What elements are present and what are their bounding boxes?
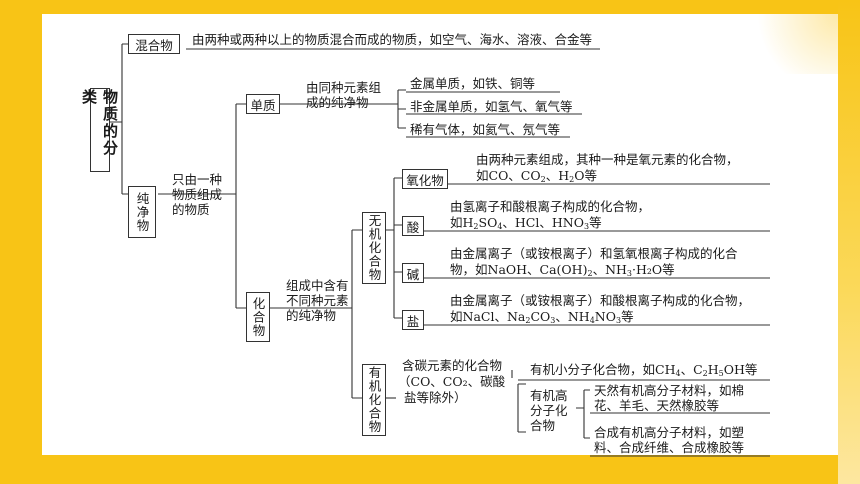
pure-label: 纯净物	[134, 191, 150, 233]
element-label: 单质	[250, 97, 276, 113]
mixture-desc: 由两种或两种以上的物质混合而成的物质，如空气、海水、溶液、合金等	[192, 32, 593, 47]
compound-desc-1: 组成中含有	[286, 278, 349, 293]
frame-right	[838, 0, 860, 484]
natural-polymer-1: 天然有机高分子材料，如棉	[594, 383, 745, 398]
oxide-box: 氧化物	[402, 169, 448, 189]
element-box: 单质	[246, 94, 280, 114]
acid-desc-1: 由氢离子和酸根离子构成的化合物，	[450, 199, 651, 214]
oxide-desc-1: 由两种元素组成，其种一种是氧元素的化合物，	[476, 152, 739, 167]
corner-glow	[740, 14, 838, 74]
synthetic-polymer-1: 合成有机高分子材料，如塑	[594, 425, 745, 440]
salt-desc-2: 如NaCl、Na2CO3、NH4NO3等	[450, 309, 634, 325]
pure-box: 纯净物	[128, 186, 156, 238]
mixture-box: 混合物	[128, 34, 180, 54]
compound-desc-2: 不同种元素	[286, 293, 349, 308]
element-desc-1: 由同种元素组	[306, 80, 382, 95]
salt-label: 盐	[406, 313, 420, 329]
acid-desc-2: 如H2SO4、HCl、HNO3等	[450, 215, 602, 231]
organic-desc-3: 盐等除外）	[404, 390, 467, 405]
pure-desc-1: 只由一种	[172, 172, 223, 187]
acid-box: 酸	[402, 216, 424, 236]
inorganic-label: 无机化合物	[366, 214, 382, 282]
oxide-desc-2: 如CO、CO2、H2O等	[476, 168, 597, 184]
oxide-label: 氧化物	[406, 172, 444, 188]
element-desc-2: 成的纯净物	[306, 95, 369, 110]
element-item-metal: 金属单质，如铁、铜等	[410, 76, 536, 91]
organic-label: 有机化合物	[366, 366, 382, 434]
compound-desc-3: 的纯净物	[286, 308, 337, 323]
inorganic-box: 无机化合物	[362, 212, 386, 284]
pure-desc-3: 的物质	[172, 202, 210, 217]
polymer-label-1: 有机高	[530, 388, 568, 403]
base-desc-1: 由金属离子（或铵根离子）和氢氧根离子构成的化合	[450, 246, 738, 261]
frame-left	[0, 0, 42, 484]
base-box: 碱	[402, 263, 424, 283]
root-label: 物质的分类	[80, 89, 119, 157]
content-panel	[42, 14, 838, 455]
compound-label: 化合物	[250, 296, 266, 338]
organic-small-molecule: 有机小分子化合物，如CH4、C2H5OH等	[530, 362, 758, 378]
salt-desc-1: 由金属离子（或铵根离子）和酸根离子构成的化合物，	[450, 293, 751, 308]
polymer-label-3: 合物	[530, 418, 556, 433]
element-item-noble: 稀有气体，如氦气、氖气等	[410, 122, 561, 137]
salt-box: 盐	[402, 310, 424, 330]
pure-desc-2: 物质组成	[172, 187, 223, 202]
organic-box: 有机化合物	[362, 364, 386, 436]
base-label: 碱	[406, 266, 420, 282]
mixture-label: 混合物	[135, 37, 173, 53]
polymer-label-2: 分子化	[530, 403, 568, 418]
element-item-nonmetal: 非金属单质，如氢气、氧气等	[410, 99, 573, 114]
frame-bottom	[0, 455, 860, 484]
compound-box: 化合物	[246, 292, 270, 342]
natural-polymer-2: 花、羊毛、天然橡胶等	[594, 398, 720, 413]
root-box: 物质的分类	[80, 88, 119, 172]
acid-label: 酸	[406, 219, 420, 235]
organic-desc-1: 含碳元素的化合物	[402, 358, 503, 373]
frame-top	[0, 0, 860, 14]
organic-desc-2: （CO、CO₂、碳酸	[398, 374, 506, 389]
base-desc-2: 物，如NaOH、Ca(OH)2、NH3·H₂O等	[450, 262, 675, 278]
synthetic-polymer-2: 料、合成纤维、合成橡胶等	[594, 440, 745, 455]
